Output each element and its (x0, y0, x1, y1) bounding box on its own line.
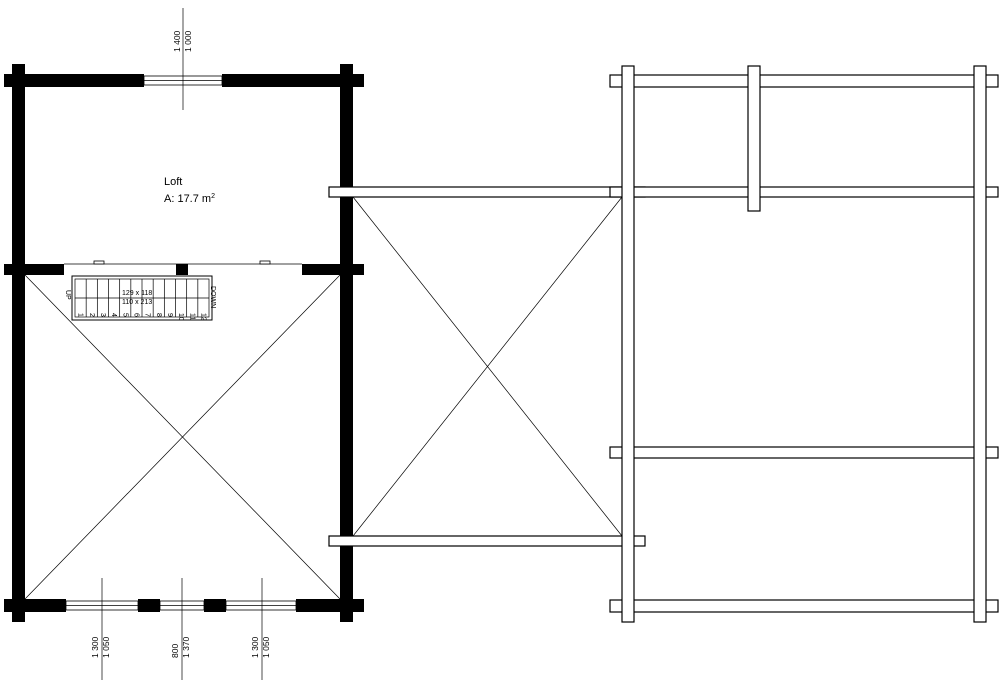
stair-step-number: 6 (132, 313, 139, 317)
stair-step-number: 2 (88, 313, 95, 317)
void-cross-left (24, 274, 341, 600)
room-area-value: A: 17.7 m (164, 193, 211, 205)
stair-step-number: 1 (77, 313, 84, 317)
middle-beams (328, 186, 646, 547)
stair-step-number: 9 (166, 313, 173, 317)
stair-step-number: 8 (155, 313, 162, 317)
bottom-window-right (225, 600, 297, 611)
room-area: A: 17.7 m2 (164, 193, 215, 205)
stair-step-number: 4 (110, 313, 117, 317)
dim-top-1: 1 400 (172, 30, 182, 52)
stair-step-number: 5 (121, 313, 128, 317)
room-area-sup: 2 (211, 193, 215, 200)
stair-dim-1: 129 x 118 (122, 290, 152, 297)
void-cross-middle (352, 196, 623, 537)
stair-step-number: 7 (144, 313, 151, 317)
dim-bottom-center-2: 1 370 (181, 636, 191, 658)
log-frame (609, 65, 999, 623)
stair-down-label: DOWN (209, 286, 216, 308)
stair-up-label: UP (64, 290, 71, 300)
stair-step-number: 10 (177, 313, 184, 321)
dim-bottom-right-2: 1 050 (261, 636, 271, 658)
dim-bottom-left-1: 1 300 (90, 636, 100, 658)
stair-step-number: 12 (199, 313, 206, 321)
room-name: Loft (164, 176, 182, 188)
partition-marker-left (93, 260, 105, 265)
stair-step-number: 11 (188, 313, 195, 320)
dim-bottom-center-1: 800 (170, 644, 180, 658)
partition-marker-right (259, 260, 271, 265)
stair-step-number: 3 (99, 313, 106, 317)
stair-dim-2: 110 x 213 (122, 299, 152, 306)
dim-top-2: 1 000 (183, 30, 193, 52)
dim-bottom-left-2: 1 050 (101, 636, 111, 658)
dimension-lines (101, 8, 263, 680)
dim-bottom-right-1: 1 300 (250, 636, 260, 658)
loft-walls (4, 64, 364, 622)
